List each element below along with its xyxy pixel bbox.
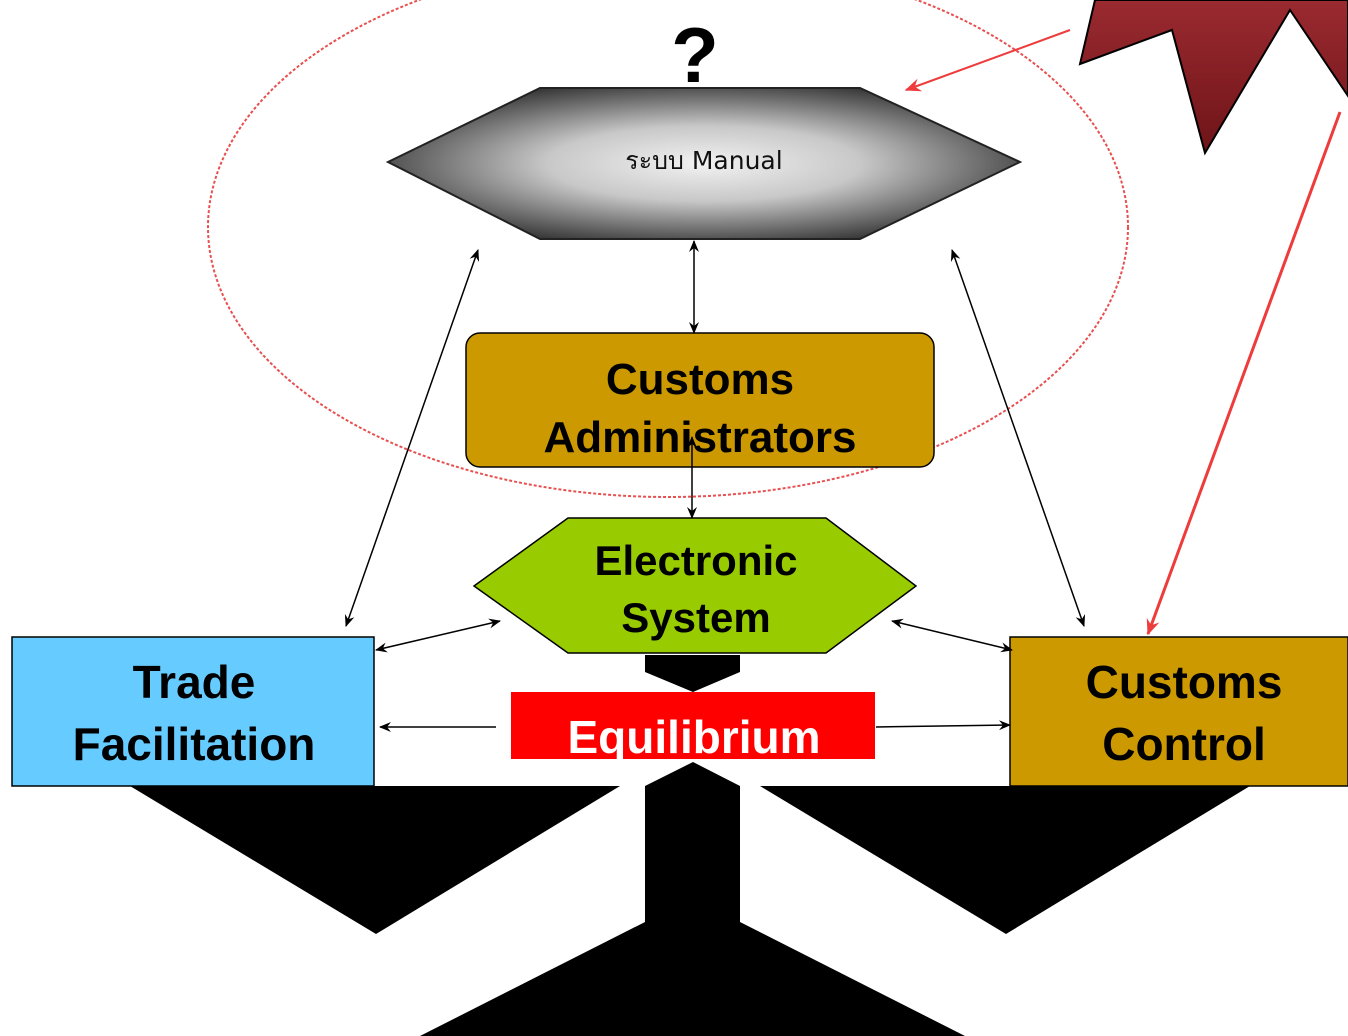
- left-pan-shape: [130, 786, 620, 934]
- burst-to-customs-control-arrow: [1146, 111, 1342, 636]
- customs-administrators-line1: Customs: [606, 355, 794, 404]
- scale-pillar: [420, 762, 965, 1036]
- electronic-system-line1: Electronic: [594, 537, 797, 584]
- manual-control-arrow: [950, 249, 1086, 627]
- connector-arrows: [344, 240, 1086, 732]
- manual-highlight-ellipse: [207, 0, 1129, 498]
- customs-control-line2: Control: [1102, 718, 1266, 770]
- equilibrium-banner: [511, 692, 875, 759]
- burst-to-manual-arrow: [904, 29, 1071, 92]
- electronic-control-arrow: [891, 618, 1013, 653]
- customs-administrators-line2: Administrators: [544, 413, 857, 462]
- manual-system-hexagon: [385, 87, 1023, 240]
- electronic-system-hexagon: [472, 517, 918, 654]
- electronic-system-line2: System: [621, 594, 770, 641]
- trade-facilitation-line1: Trade: [133, 656, 256, 708]
- customs-control-box: [1009, 636, 1348, 787]
- burst-star-shape: [1078, 0, 1348, 156]
- equilibrium-control-arrow: [875, 720, 1011, 731]
- scale-top-cap: [645, 655, 740, 692]
- customs-control-line1: Customs: [1086, 656, 1283, 708]
- trade-facilitation-box: [11, 636, 375, 787]
- equilibrium-label: Equilibrium: [568, 711, 821, 763]
- trade-electronic-arrow: [375, 618, 501, 653]
- manual-system-label: ระบบ Manual: [625, 146, 782, 175]
- balance-scale-shape: [130, 655, 1250, 1036]
- trade-facilitation-line2: Facilitation: [73, 718, 316, 770]
- manual-trade-arrow: [344, 249, 480, 627]
- question-mark: ?: [671, 11, 719, 99]
- right-pan-shape: [760, 786, 1250, 934]
